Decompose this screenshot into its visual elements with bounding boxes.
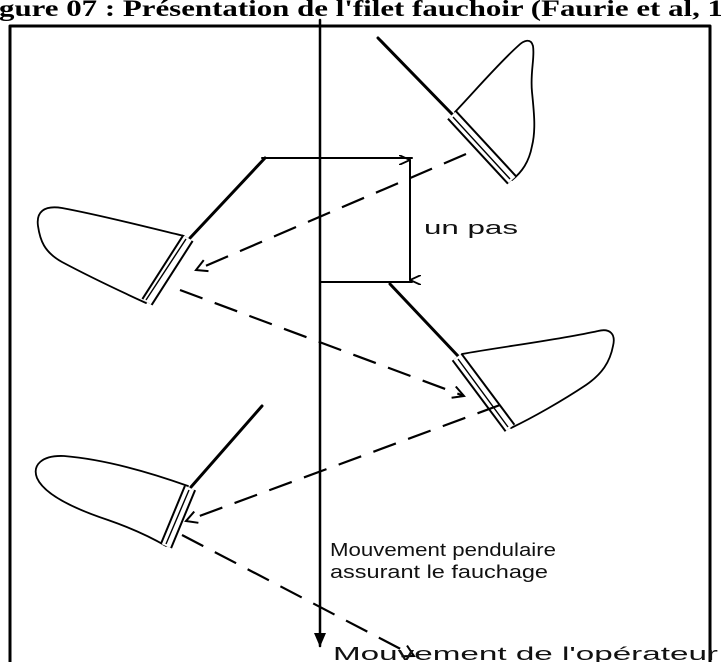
net-grip-fill	[143, 235, 192, 305]
sweep-arrow-2	[179, 288, 464, 396]
net-handle	[388, 282, 460, 358]
net-grip-inner-line	[457, 358, 509, 428]
net-bag	[34, 455, 189, 547]
sweep-arrow-1	[196, 152, 467, 270]
step-label: un pas	[424, 218, 518, 238]
net-handle	[188, 156, 267, 240]
sweep-arrow-3	[186, 403, 501, 521]
sweep-net-top-right	[376, 36, 536, 185]
sweep-net-bottom-left	[34, 404, 264, 549]
pendulum-label-line-2: assurant le fauchage	[330, 562, 548, 582]
pendulum-label-line-1: Mouvement pendulaire	[330, 540, 556, 560]
net-grip-inner-line	[145, 238, 187, 301]
net-grip-inner-line	[452, 116, 511, 180]
net-handle	[376, 36, 454, 116]
operator-movement-label: Mouvement de l'opérateur	[333, 644, 718, 662]
sweep-arrow-4	[181, 534, 414, 656]
net-bag	[36, 206, 185, 304]
net-handle	[189, 404, 264, 489]
net-grip-inner-line	[165, 489, 190, 545]
figure-frame	[8, 24, 712, 662]
net-bag	[461, 329, 615, 429]
sweep-net-middle-right	[388, 282, 615, 432]
figure-caption: gure 07 : Présentation de l'filet faucho…	[0, 0, 721, 21]
net-bag	[454, 39, 536, 181]
sweep-net-left	[36, 156, 267, 306]
